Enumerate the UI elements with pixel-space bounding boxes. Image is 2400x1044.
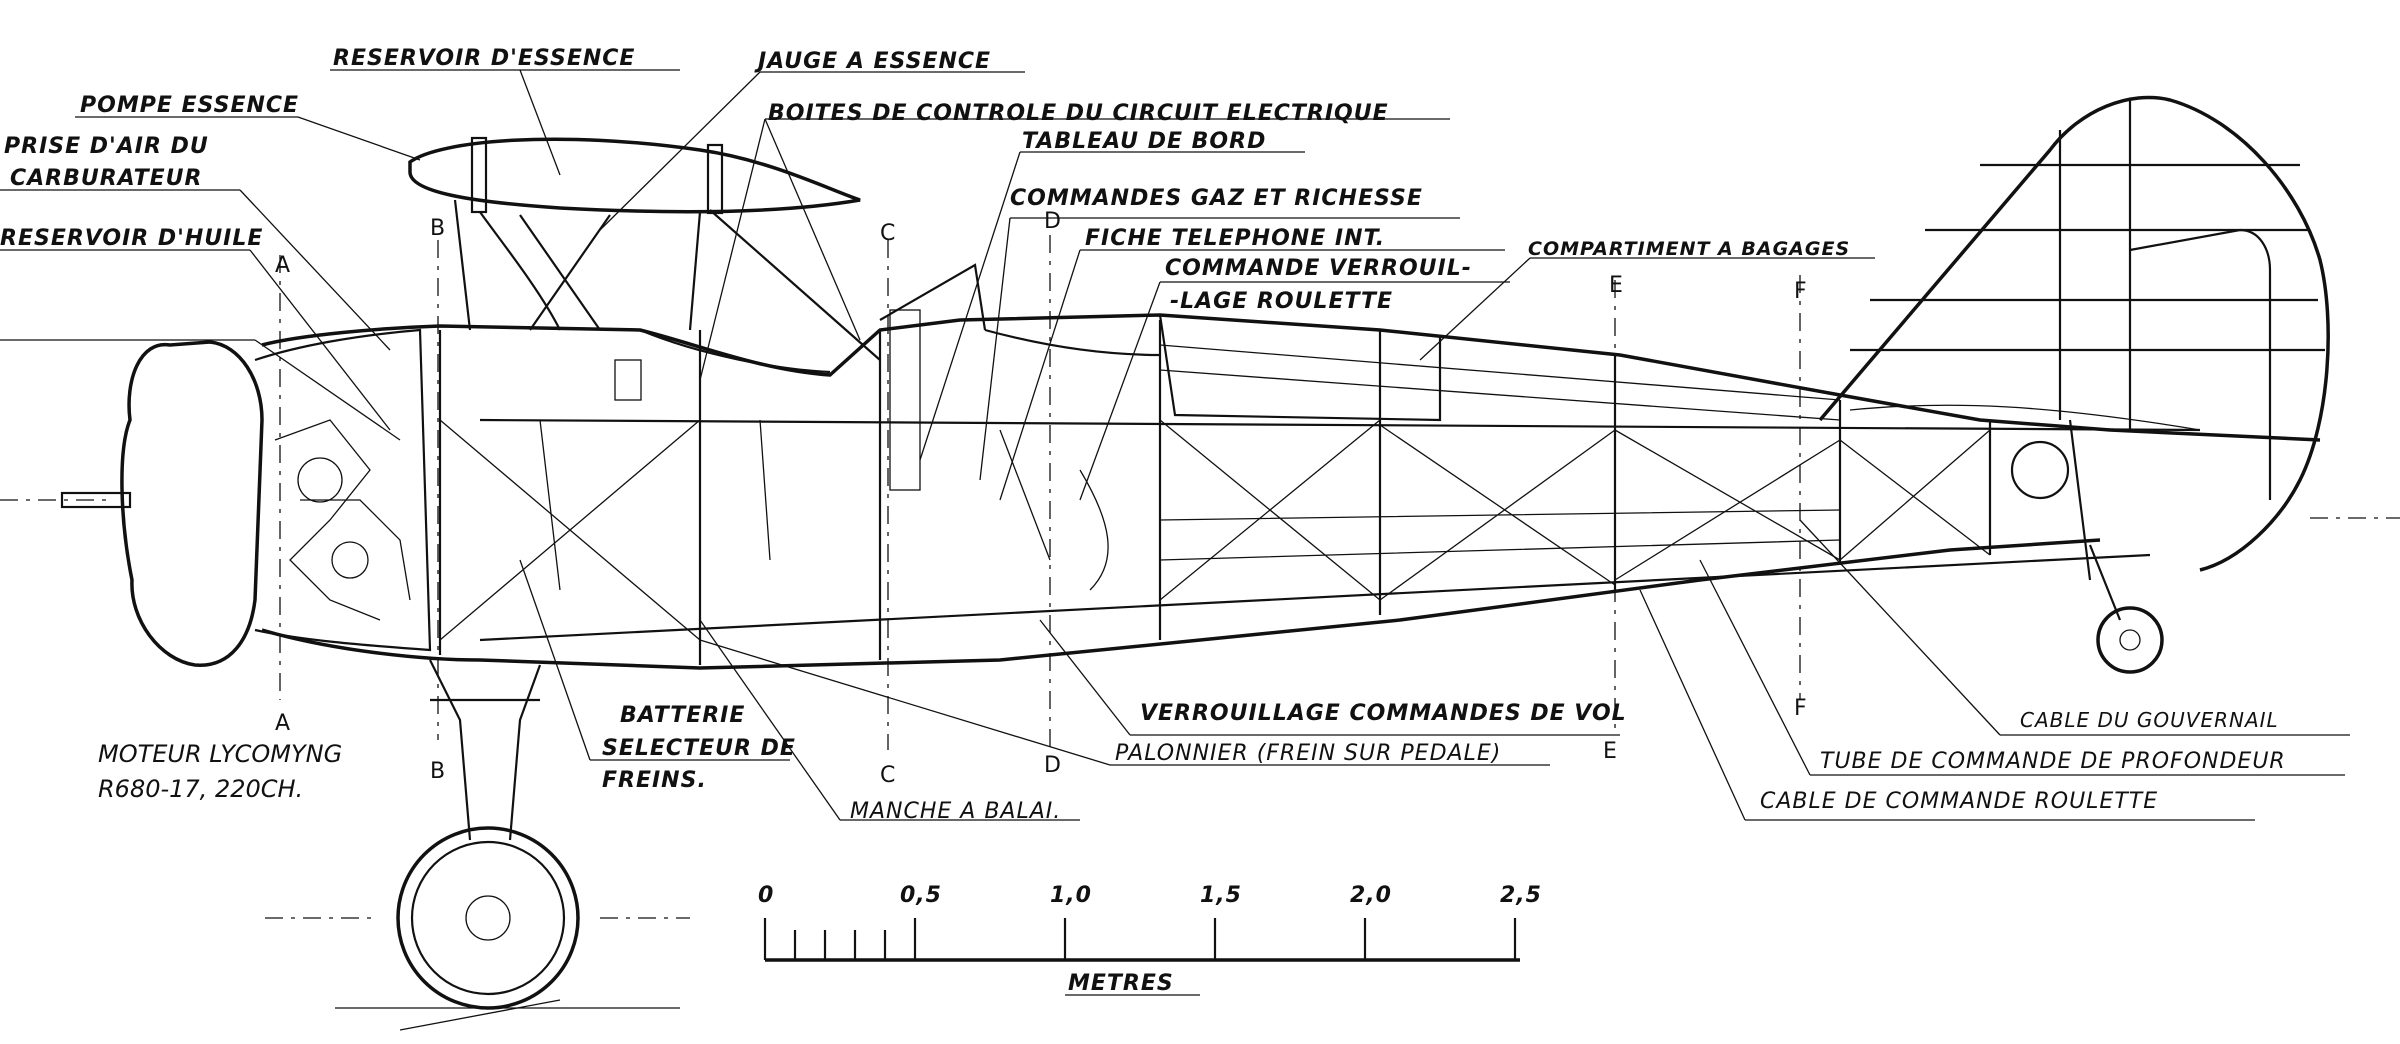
label-cable-gouvernail: CABLE DU GOUVERNAIL [2020,708,2279,732]
label-prise-air-2: CARBURATEUR [10,166,202,191]
section-letters: A A B B C C D D E E F F [275,209,1807,788]
labels: RESERVOIR D'ESSENCE JAUGE A ESSENCE POMP… [0,46,2286,824]
label-pompe-essence: POMPE ESSENCE [80,93,299,118]
section-b-bottom: B [430,759,445,784]
section-lines [279,235,1801,750]
section-f-top: F [1794,279,1807,304]
scale-tick-1-5: 1,5 [1200,883,1242,908]
label-jauge-essence: JAUGE A ESSENCE [754,49,991,74]
centerline [0,499,2400,519]
label-tube-profondeur: TUBE DE COMMANDE DE PROFONDEUR [1820,749,2286,774]
section-d-bottom: D [1044,753,1061,778]
section-e-top: E [1609,273,1623,298]
label-verrouillage-roulette-2: -LAGE ROULETTE [1170,289,1393,314]
scale-tick-0: 0 [758,883,774,908]
section-c-bottom: C [880,763,895,788]
label-selecteur-2: FREINS. [602,768,707,793]
label-tableau-bord: TABLEAU DE BORD [1022,129,1266,154]
label-reservoir-essence: RESERVOIR D'ESSENCE [333,46,635,71]
label-manche: MANCHE A BALAI. [850,799,1061,824]
engine [60,328,432,667]
upper-wing [408,136,861,215]
label-batterie: BATTERIE [620,703,745,728]
scale-tick-2-5: 2,5 [1500,883,1542,908]
label-verrouillage-roulette-1: COMMANDE VERROUIL- [1165,256,1472,281]
section-f-bottom: F [1794,696,1807,721]
section-d-top: D [1044,209,1061,234]
scale-tick-0-5: 0,5 [900,883,942,908]
tail-wheel [2088,544,2164,674]
scale-unit: METRES [1068,971,1174,996]
label-cable-roulette: CABLE DE COMMANDE ROULETTE [1760,789,2158,814]
label-moteur-1: MOTEUR LYCOMYNG [98,740,342,768]
section-e-bottom: E [1603,739,1617,764]
label-selecteur-1: SELECTEUR DE [602,736,796,761]
cabane-struts [453,199,881,361]
section-b-top: B [430,216,445,241]
fuselage [261,313,2321,670]
leader-lines [0,69,2350,821]
label-prise-air-1: PRISE D'AIR DU [4,134,209,159]
label-palonnier: PALONNIER (FREIN SUR PEDALE) [1115,741,1501,766]
scale-tick-1-0: 1,0 [1050,883,1092,908]
label-boites-controle: BOITES DE CONTROLE DU CIRCUIT ELECTRIQUE [768,101,1389,126]
label-fiche-telephone: FICHE TELEPHONE INT. [1085,226,1385,251]
label-commandes-gaz: COMMANDES GAZ ET RICHESSE [1010,186,1423,211]
scale-tick-2-0: 2,0 [1350,883,1392,908]
scale-bar: 0 0,5 1,0 1,5 2,0 2,5 METRES [758,883,1542,996]
label-compartiment-bagages: COMPARTIMENT A BAGAGES [1528,238,1850,260]
section-a-bottom: A [275,711,290,736]
tail [1818,95,2330,581]
label-reservoir-huile: RESERVOIR D'HUILE [0,226,263,251]
label-moteur-2: R680-17, 220CH. [98,775,303,803]
cockpits [539,263,1442,591]
section-a-top: A [275,253,290,278]
section-c-top: C [880,221,895,246]
main-landing-gear [265,659,690,1031]
label-verrouillage-vol: VERROUILLAGE COMMANDES DE VOL [1140,701,1627,726]
